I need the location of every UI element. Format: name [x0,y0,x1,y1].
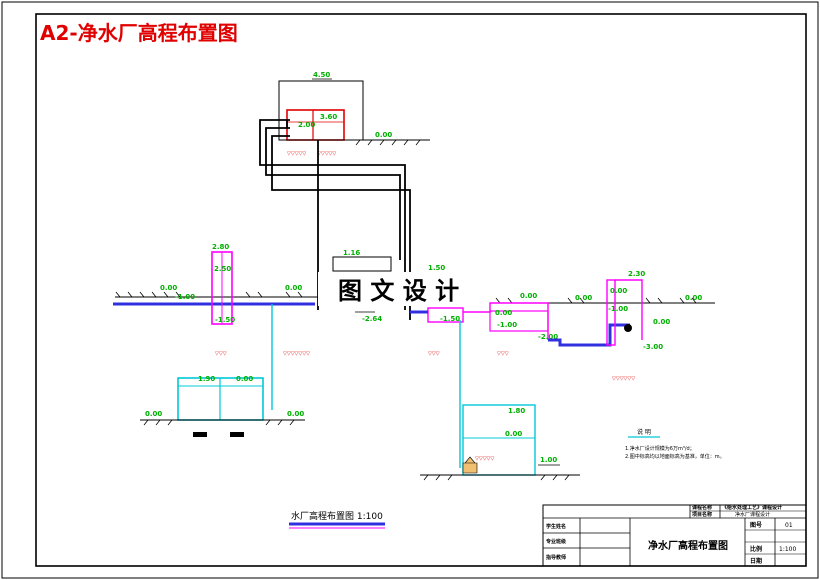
tb-date-label: 日期 [750,557,762,565]
elev-tank-level2: 2.00 [298,121,315,129]
elev-left-ground2: 0.00 [285,284,302,292]
middle-section: 1.16 -2.64 [332,249,392,323]
pump-symbol [462,456,478,474]
right-blue-pipe [548,323,630,347]
elev-left-pipe: -1.00 [175,293,195,301]
elev-left-3: -1.50 [215,316,235,324]
elev-right-2: 0.00 [575,294,592,302]
far-magenta-tank [606,279,616,346]
center-magenta-box [427,307,464,323]
notes-line1: 1.净水厂设计规模为6万m³/d； [625,445,695,452]
elev-tank-level: 3.60 [320,113,337,121]
mark-cw: ▽▽▽▽▽ [475,456,494,462]
notes-line2: 2.图中标高均以地面标高为基准，单位：m。 [625,453,725,460]
pump-block-2 [230,432,244,437]
tb-drawing-name: 净水厂高程布置图 [648,539,728,552]
black-pipe-4 [286,120,319,310]
tb-project-label: 项目名称 [692,511,712,518]
center-section: 1.50 -1.50 ▽▽▽ ▽▽▽ 1.80 0.00 ▽▽▽▽▽ 1.00 [410,264,580,481]
tb-no-value: 01 [785,522,793,529]
elev-far-1: 2.30 [628,270,645,278]
right-ground-hatch [495,297,697,304]
elev-far-2: 0.00 [610,287,627,295]
elev-far-extra: 0.00 [653,318,670,326]
right-section: 0.00 0.00 0.00 -1.00 -2.00 2.30 0.00 -1.… [463,270,715,382]
mark-center-2: ▽▽▽ [497,351,509,357]
elev-right-5: -2.00 [538,333,558,341]
elev-br-3: 1.00 [540,456,557,464]
left-ground-hatch [115,291,303,298]
elev-bl-3: 0.00 [236,375,253,383]
notes-heading: 说 明 [637,428,651,436]
elev-mid-1: 1.16 [343,249,360,257]
elev-center-2: -1.50 [440,315,460,323]
tb-scale-value: 1:100 [779,546,796,553]
elev-cw-level: 0.00 [505,430,522,438]
elev-bl-1: 0.00 [145,410,162,418]
title-block: 课程名称 《给水处理工艺》课程设计 项目名称 净水厂课程设计 学生姓名 专业班级… [542,504,807,567]
tb-course-label: 课程名称 [692,504,712,511]
mark-left-2: ▽▽▽▽▽▽▽ [283,351,310,357]
pump-block-1 [193,432,207,437]
far-pump [624,324,632,332]
notes-block: 说 明 1.净水厂设计规模为6万m³/d； 2.图中标高均以地面标高为基准，单位… [625,428,725,460]
elev-right-4: -1.00 [497,321,517,329]
right-magenta-box [489,310,549,332]
drawing-title: A2-净水厂高程布置图 [40,21,238,45]
mark-far: ▽▽▽▽▽▽ [612,376,635,382]
tb-teacher-label: 指导教师 [546,554,566,561]
elev-tank-ground: 0.00 [375,131,392,139]
top-tank-group: 4.50 3.60 2.00 ▽▽▽▽▽ ▽▽▽▽▽ 0.00 [259,71,430,320]
elev-right-3: 0.00 [495,309,512,317]
tb-student-label: 学生姓名 [546,523,566,530]
mark-center-1: ▽▽▽ [428,351,440,357]
drawing-caption: 水厂高程布置图 1:100 [291,510,383,522]
inner-frame [35,13,807,567]
elev-left-2: 2.50 [214,265,231,273]
mark-tank-2: ▽▽▽▽▽ [317,151,336,157]
watermark-text: 图 文 设 计 [338,277,459,305]
mark-tank-1: ▽▽▽▽▽ [287,151,306,157]
elev-left-ground1: 0.00 [160,284,177,292]
elev-cw-top: 1.80 [508,407,525,415]
bl-ground-hatch [143,419,295,426]
tank-ground-hatch [355,139,421,146]
elev-tank-top: 4.50 [313,71,330,79]
cw-ground-hatch [423,474,570,481]
watermark-bg [318,272,490,306]
elev-right-1: 0.00 [520,292,537,300]
tb-project-value: 净水厂课程设计 [735,511,770,518]
mid-box [332,256,392,272]
tb-no-label: 图号 [750,521,762,529]
black-pipe-1 [259,119,406,310]
left-section: 2.80 2.50 -1.50 0.00 -1.00 0.00 ▽▽▽ ▽▽▽▽… [113,243,320,437]
elev-bl-2: 1.90 [198,375,215,383]
elev-bl-ground: 0.00 [287,410,304,418]
elev-left-top: 2.80 [212,243,229,251]
black-pipe-3 [271,135,411,320]
tb-scale-label: 比例 [750,545,762,553]
elev-far-3: -1.00 [608,305,628,313]
elev-far-4: -3.00 [643,343,663,351]
tb-major-label: 专业班级 [546,538,566,545]
elev-center-1: 1.50 [428,264,445,272]
tb-course-value: 《给水处理工艺》课程设计 [722,504,782,511]
mark-left-1: ▽▽▽ [215,351,227,357]
black-pipe-2 [265,127,401,260]
elev-far-ground: 0.00 [685,294,702,302]
elev-mid-2: -2.64 [362,315,382,323]
far-magenta-pipe [615,279,643,340]
